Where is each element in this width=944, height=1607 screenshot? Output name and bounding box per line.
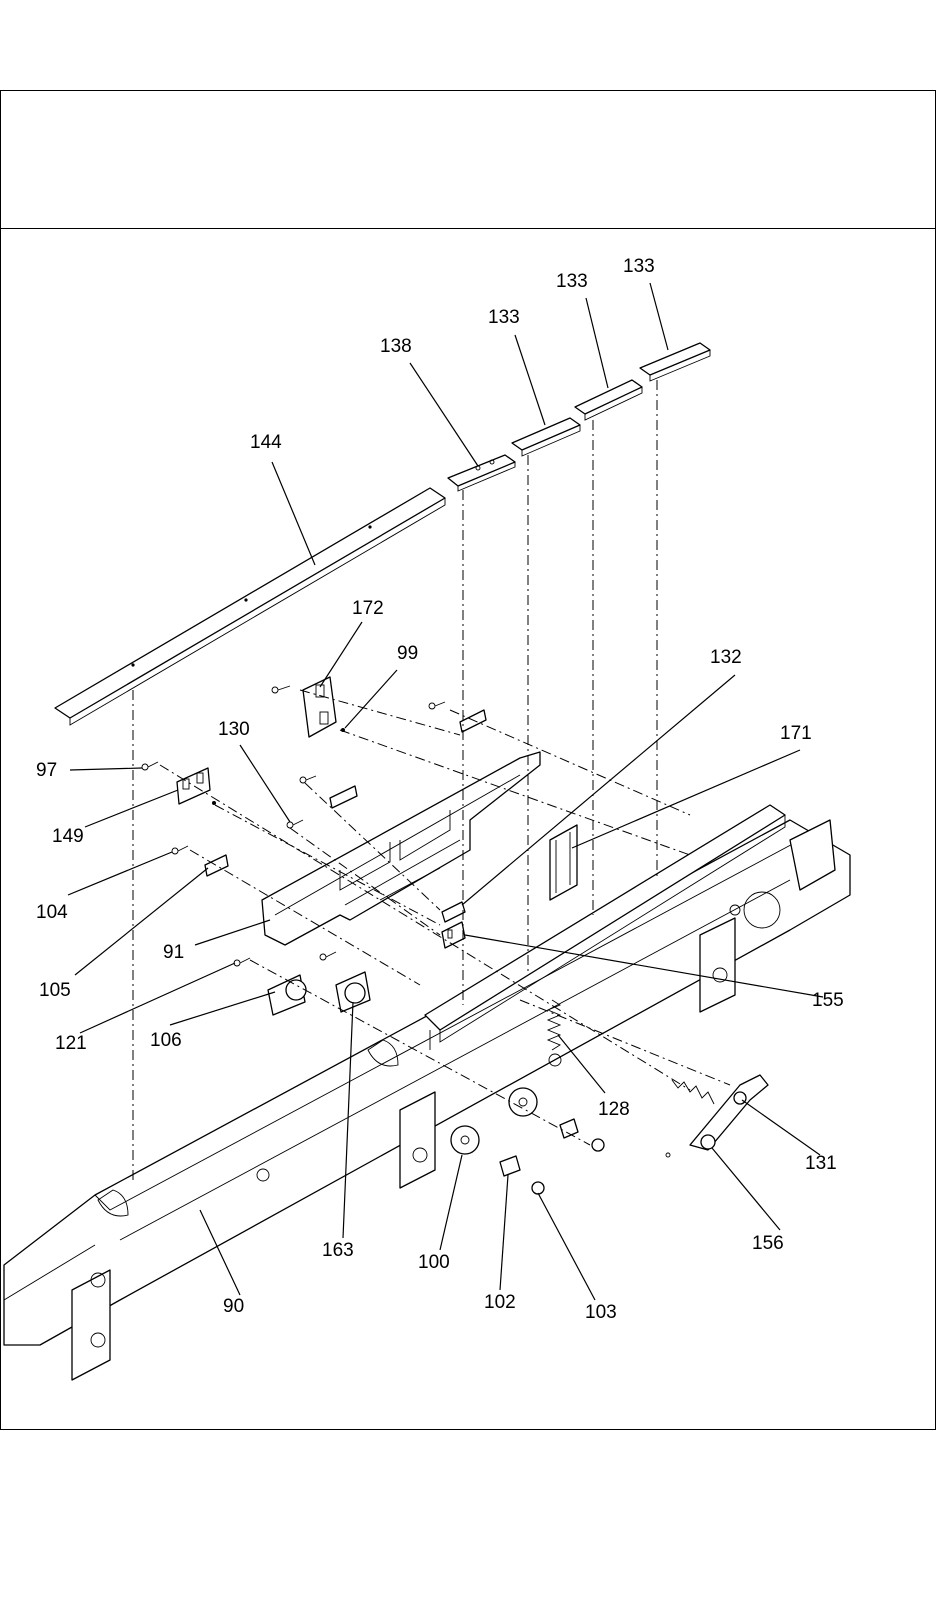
ring-103-part	[532, 1139, 604, 1194]
callout-138: 138	[380, 336, 412, 357]
plate-99-mount-part	[330, 786, 357, 808]
callout-128: 128	[598, 1099, 630, 1120]
callout-144: 144	[250, 432, 282, 453]
gear-upper-part	[509, 1088, 537, 1116]
callout-133-middle: 133	[556, 271, 588, 292]
callout-99: 99	[397, 643, 418, 664]
bracket-frame-91-part	[262, 752, 540, 945]
callout-132: 132	[710, 647, 742, 668]
callout-171: 171	[780, 723, 812, 744]
callout-133-top: 133	[623, 256, 655, 277]
pulley-106-part	[268, 975, 306, 1015]
plate-138-part	[448, 455, 515, 491]
callout-163: 163	[322, 1240, 354, 1261]
callout-90: 90	[223, 1296, 244, 1317]
plate-upper-mount-part	[460, 710, 486, 732]
callout-155: 155	[812, 990, 844, 1011]
callout-131: 131	[805, 1153, 837, 1174]
bracket-172-part	[303, 677, 336, 737]
callout-133-lower: 133	[488, 307, 520, 328]
plate-133-first-part	[512, 418, 580, 456]
plate-133-second-part	[575, 380, 642, 420]
lever-156-part	[666, 1075, 768, 1157]
callout-104: 104	[36, 902, 68, 923]
callout-121: 121	[55, 1033, 87, 1054]
callout-91: 91	[163, 942, 184, 963]
bracket-149-part	[177, 768, 210, 804]
block-155-part	[442, 922, 465, 948]
callout-172: 172	[352, 598, 384, 619]
callout-149: 149	[52, 826, 84, 847]
plate-133-third-part	[640, 343, 710, 381]
callout-106: 106	[150, 1030, 182, 1051]
top-rail-part	[55, 488, 445, 725]
callout-105: 105	[39, 980, 71, 1001]
hinge-171-part	[550, 825, 577, 900]
callout-97: 97	[36, 760, 57, 781]
callout-103: 103	[585, 1302, 617, 1323]
plate-105-part	[205, 855, 228, 876]
gear-100-part	[451, 1126, 479, 1154]
block-132-part	[442, 902, 465, 922]
callout-156: 156	[752, 1233, 784, 1254]
callout-130: 130	[218, 719, 250, 740]
callout-102: 102	[484, 1292, 516, 1313]
main-frame-rail-part	[4, 820, 850, 1380]
pin-102-part	[500, 1119, 578, 1176]
callout-100: 100	[418, 1252, 450, 1273]
